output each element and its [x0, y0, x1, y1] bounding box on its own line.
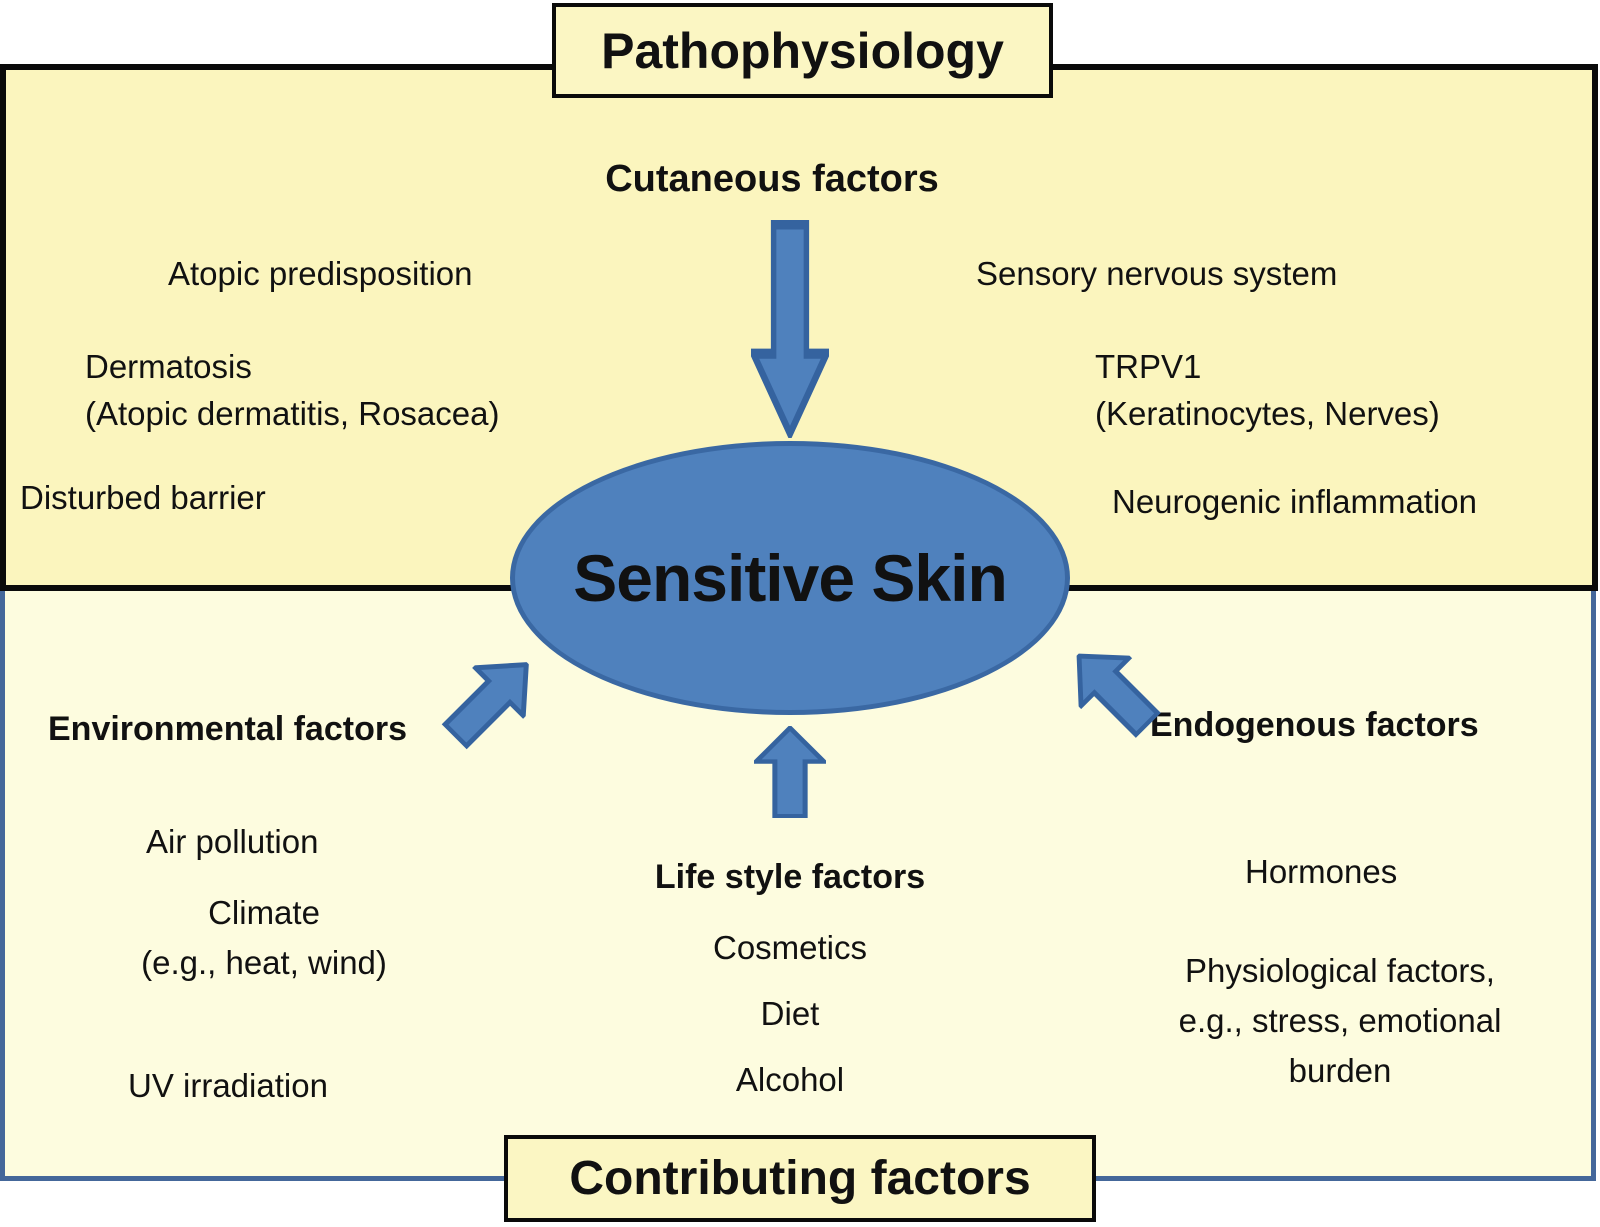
physiological-line1: Physiological factors, — [1185, 952, 1495, 989]
atopic-predisposition-label: Atopic predisposition — [168, 255, 473, 292]
disturbed-barrier-label: Disturbed barrier — [20, 479, 266, 516]
sensitive-skin-ellipse: Sensitive Skin — [510, 441, 1070, 715]
climate-line2: (e.g., heat, wind) — [141, 944, 387, 981]
cutaneous-factors-heading: Cutaneous factors — [605, 158, 939, 200]
dermatosis-label: Dermatosis (Atopic dermatitis, Rosacea) — [85, 343, 499, 437]
arrow-up-icon — [754, 726, 826, 818]
air-pollution-label: Air pollution — [146, 823, 319, 860]
arrow-up-right-icon — [429, 638, 553, 762]
arrow-up-left-icon — [1052, 629, 1174, 751]
dermatosis-line1: Dermatosis — [85, 348, 252, 385]
dermatosis-line2: (Atopic dermatitis, Rosacea) — [85, 395, 500, 432]
trpv1-label: TRPV1 (Keratinocytes, Nerves) — [1095, 343, 1440, 437]
contributing-title-box: Contributing factors — [504, 1135, 1096, 1222]
physiological-line3: burden — [1288, 1052, 1392, 1089]
contributing-title: Contributing factors — [569, 1152, 1031, 1205]
endogenous-factors-heading: Endogenous factors — [1150, 706, 1479, 744]
physiological-line2: e.g., stress, emotional — [1178, 1002, 1502, 1039]
climate-line1: Climate — [208, 894, 320, 931]
neurogenic-inflammation-label: Neurogenic inflammation — [1112, 483, 1478, 520]
trpv1-line1: TRPV1 — [1095, 348, 1202, 385]
uv-irradiation-label: UV irradiation — [128, 1067, 328, 1104]
environmental-factors-heading: Environmental factors — [48, 710, 407, 748]
arrow-down-icon — [751, 220, 829, 438]
alcohol-label: Alcohol — [735, 1061, 845, 1098]
sensitive-skin-label: Sensitive Skin — [573, 541, 1008, 615]
trpv1-line2: (Keratinocytes, Nerves) — [1095, 395, 1440, 432]
physiological-factors-label: Physiological factors, e.g., stress, emo… — [1179, 946, 1502, 1096]
climate-label: Climate (e.g., heat, wind) — [141, 888, 387, 988]
hormones-label: Hormones — [1245, 853, 1398, 890]
pathophysiology-title: Pathophysiology — [601, 22, 1004, 79]
lifestyle-factors-heading: Life style factors — [654, 858, 926, 896]
diet-label: Diet — [760, 995, 820, 1032]
cosmetics-label: Cosmetics — [712, 929, 868, 966]
sensory-nervous-system-label: Sensory nervous system — [976, 255, 1338, 292]
pathophysiology-title-box: Pathophysiology — [552, 3, 1053, 98]
